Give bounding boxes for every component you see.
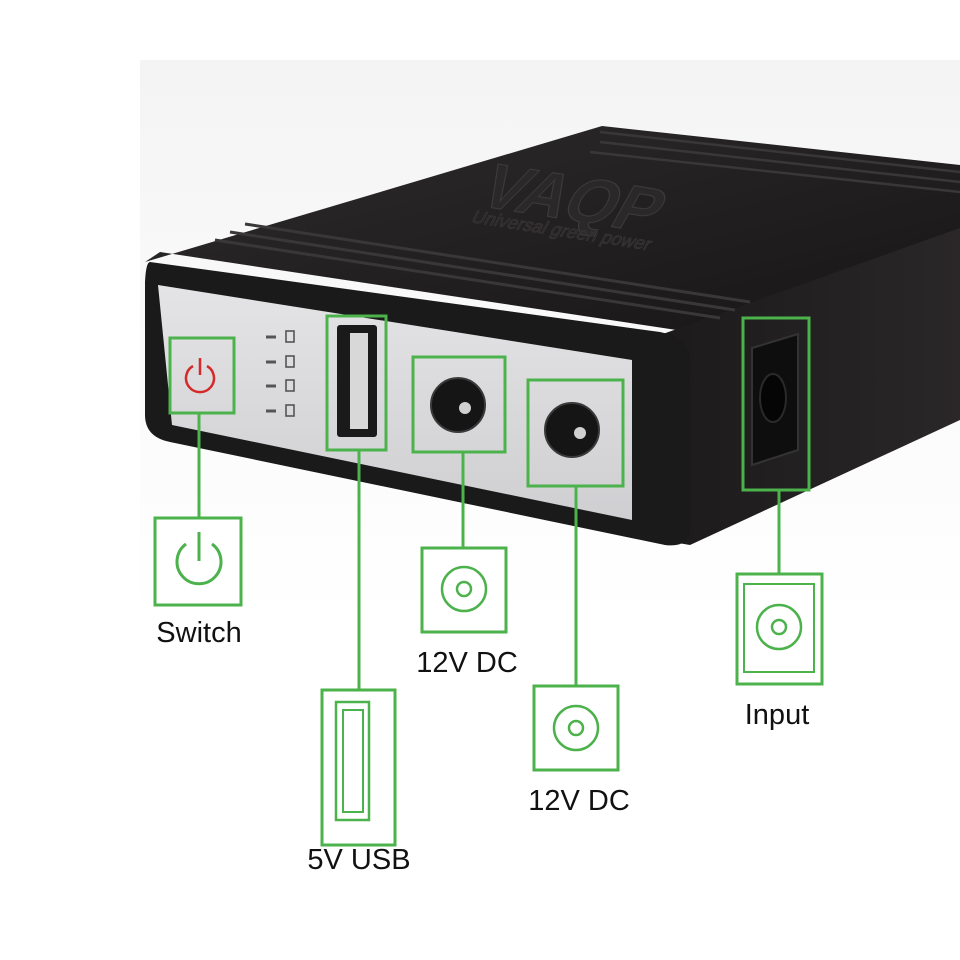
callout-lines [197, 413, 781, 690]
dc-jack-icon [440, 565, 488, 613]
callout-box-dc2 [532, 684, 620, 772]
battery-led-1 [266, 330, 295, 343]
label-usb: 5V USB [307, 844, 410, 876]
callout-input [735, 572, 824, 686]
callout-dc1 [420, 546, 508, 634]
label-switch: Switch [156, 617, 241, 649]
dc-jack-icon [552, 704, 600, 752]
device-top-ridges [589, 130, 960, 194]
usb-port[interactable] [325, 314, 388, 452]
battery-indicator [266, 330, 295, 417]
label-dc2: 12V DC [528, 785, 630, 817]
callout-box-switch [153, 516, 243, 607]
device-ridges [214, 222, 751, 320]
callout-box-input [735, 572, 824, 686]
label-dc1: 12V DC [416, 647, 518, 679]
callout-box-usb [320, 688, 397, 847]
label-input: Input [745, 699, 810, 731]
callout-dc2 [532, 684, 620, 772]
usb-port-icon [334, 700, 371, 822]
input-jack [751, 332, 799, 467]
battery-led-3 [266, 379, 295, 392]
battery-led-4 [266, 404, 295, 417]
input-port-highlight[interactable] [741, 316, 811, 492]
device-top-surface [145, 126, 960, 332]
battery-led-2 [266, 355, 295, 368]
front-panel [158, 285, 632, 520]
power-button[interactable] [168, 336, 236, 415]
callout-usb [320, 688, 397, 847]
power-icon [175, 532, 223, 586]
power-icon [184, 358, 216, 394]
dc-port-1[interactable] [411, 355, 507, 454]
callout-box-dc1 [420, 546, 508, 634]
device-body: VAQP Universal green power [145, 126, 960, 546]
callout-switch [153, 516, 243, 607]
dc-jack-icon [755, 603, 803, 651]
